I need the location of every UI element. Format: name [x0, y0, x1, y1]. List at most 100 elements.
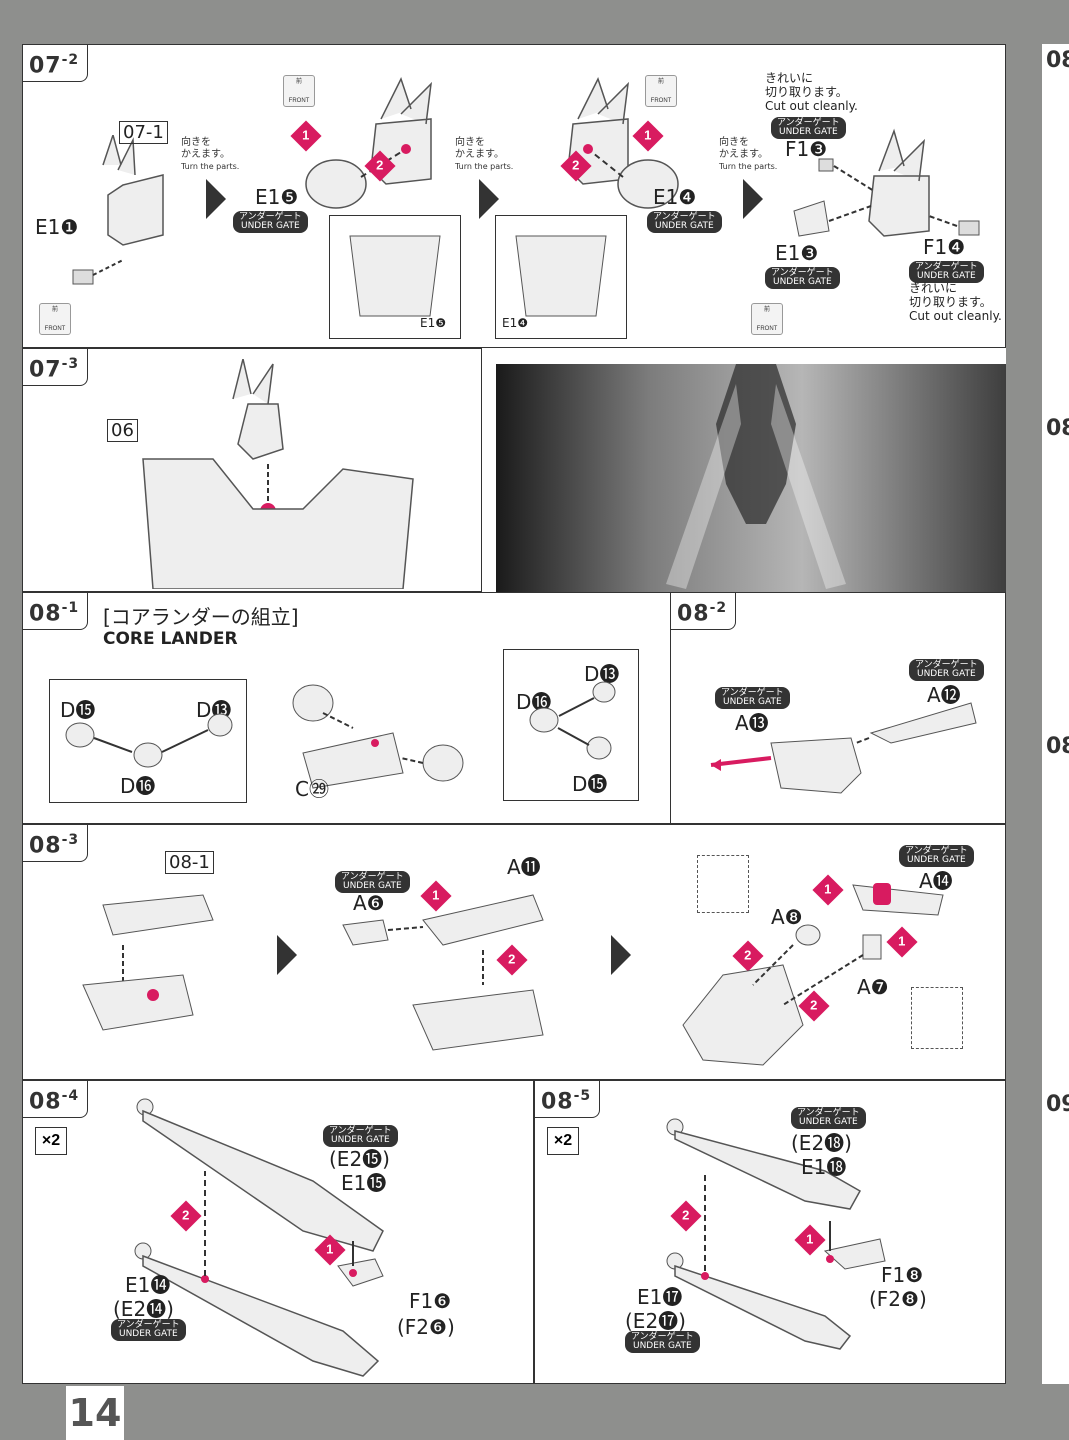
- section-title-en: CORE LANDER: [103, 629, 238, 649]
- detail-box: E1❹: [495, 215, 627, 339]
- step-label: 08-1: [23, 593, 89, 631]
- part-label: E1⓱: [637, 1285, 683, 1309]
- turn-parts-note: 向きを かえます。Turn the parts.: [719, 137, 778, 171]
- part-label: D⓰: [120, 774, 156, 798]
- part-label: D⓯: [572, 772, 608, 796]
- next-arrow: [206, 179, 226, 219]
- quantity-multiplier: ×2: [35, 1127, 67, 1155]
- part-label: E1⓮: [125, 1273, 171, 1297]
- head-illustration-1: [72, 135, 164, 285]
- ref-07-1: 07-1: [119, 121, 168, 144]
- head-illustration-4: [793, 128, 980, 237]
- part-label: (F2❽): [869, 1287, 927, 1311]
- quantity-multiplier: ×2: [547, 1127, 579, 1155]
- next-arrow: [479, 179, 499, 219]
- detail-box: E1❺: [329, 215, 461, 339]
- part-label: F1❹: [923, 235, 966, 259]
- detail-box: [697, 855, 749, 913]
- next-arrow: [611, 935, 631, 975]
- step-07-3-panel: 07-3 06: [22, 348, 482, 592]
- section-title-jp: [コアランダーの組立]: [103, 605, 299, 629]
- part-label: A⓭: [735, 711, 769, 735]
- core-lander-body-illustration: [292, 684, 464, 789]
- page-number: 14: [66, 1386, 124, 1440]
- step-label: 07-2: [23, 45, 89, 83]
- next-page-step-label: 09: [1046, 1092, 1069, 1117]
- next-page-strip: 08 08 08 09: [1042, 44, 1069, 1384]
- part-label: E1⓲: [801, 1155, 847, 1179]
- part-label: A⓮: [919, 869, 953, 893]
- part-label: (E2⓯): [329, 1147, 390, 1171]
- part-label: (E2⓮): [113, 1297, 174, 1321]
- ref-06: 06: [107, 419, 138, 442]
- blade-assembly-illustration: [134, 1098, 384, 1377]
- part-label: C㉙: [295, 777, 329, 801]
- lander-hull-illustration: [82, 894, 214, 1031]
- part-label: A⓫: [507, 855, 541, 879]
- lander-cockpit-illustration: [342, 894, 544, 1051]
- part-label: A❻: [353, 891, 385, 915]
- next-arrow: [743, 179, 763, 219]
- part-label: E1❶: [35, 215, 79, 239]
- step-label: 08-5: [535, 1081, 601, 1119]
- part-label: E1❺: [255, 185, 299, 209]
- part-label: D⓯: [60, 698, 96, 722]
- part-label: E1❹: [653, 185, 697, 209]
- step-label: 08-2: [671, 593, 737, 631]
- blade-assembly-illustration: [666, 1118, 886, 1350]
- part-label: (E2⓲): [791, 1131, 852, 1155]
- part-label: E1❺: [420, 316, 446, 330]
- step-label: 08-3: [23, 825, 89, 863]
- part-label: (E2⓱): [625, 1309, 686, 1333]
- subassembly-box-left: D⓯ D⓭ D⓰: [49, 679, 247, 803]
- part-label: F1❽: [881, 1263, 924, 1287]
- step-label: 07-3: [23, 349, 89, 387]
- cut-cleanly-note: きれいに 切り取ります。Cut out cleanly.: [909, 281, 1002, 323]
- next-page-step-label: 08: [1046, 48, 1069, 73]
- core-lander-banner: [496, 364, 1006, 592]
- step-label: 08-4: [23, 1081, 89, 1119]
- part-label: E1❸: [775, 241, 819, 265]
- part-label: E1⓯: [341, 1171, 387, 1195]
- ref-08-1: 08-1: [165, 851, 214, 874]
- turn-parts-note: 向きを かえます。Turn the parts.: [181, 137, 240, 171]
- part-label: F1❸: [785, 137, 828, 161]
- part-label: A⓬: [927, 683, 961, 707]
- torso-assembly-illustration: [142, 359, 414, 589]
- next-page-step-label: 08: [1046, 734, 1069, 759]
- turn-parts-note: 向きを かえます。Turn the parts.: [455, 137, 514, 171]
- part-label: A❼: [857, 975, 889, 999]
- detail-box: [911, 987, 963, 1049]
- next-page-step-label: 08: [1046, 416, 1069, 441]
- lander-final-illustration: [682, 883, 944, 1066]
- part-label: F1❻: [409, 1289, 452, 1313]
- mobile-suit-silhouette: [666, 364, 846, 589]
- next-arrow: [277, 935, 297, 975]
- part-label: E1❹: [502, 316, 528, 330]
- subassembly-box-right: D⓭ D⓰ D⓯: [503, 649, 639, 801]
- part-label: A❽: [771, 905, 803, 929]
- cut-cleanly-note: きれいに 切り取ります。Cut out cleanly.: [765, 71, 858, 113]
- step-08-1-panel: 08-1 [コアランダーの組立] CORE LANDER D⓯ D⓭ D⓰ C㉙…: [22, 592, 672, 824]
